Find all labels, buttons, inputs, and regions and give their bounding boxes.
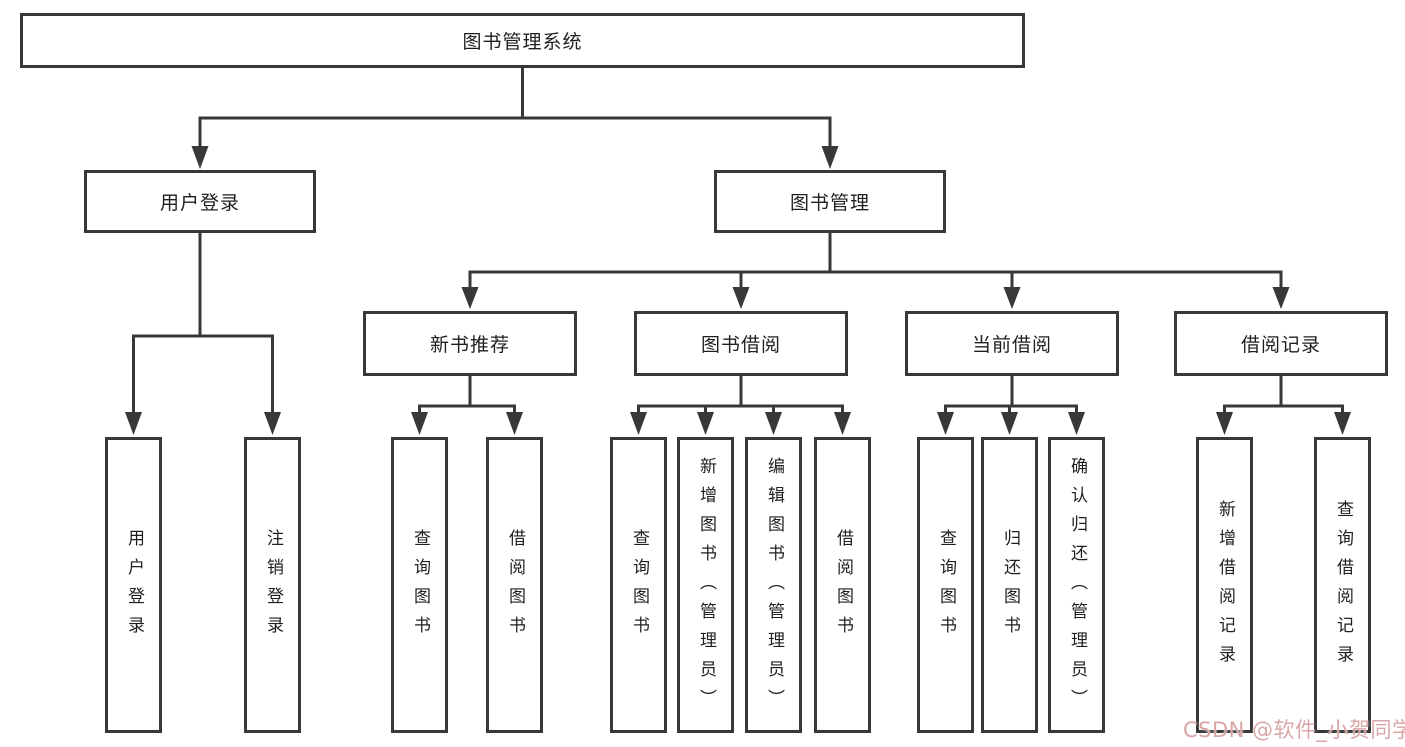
arrowheads	[125, 146, 1351, 435]
connector-newbook-group	[418, 374, 516, 418]
node-leaf-query-books: 查询图书	[610, 437, 667, 733]
node-book-management: 图书管理	[714, 170, 946, 233]
connector-root-to-level2	[198, 66, 832, 152]
node-leaf-query-books: 查询图书	[391, 437, 448, 733]
node-leaf-query-books: 查询图书	[917, 437, 974, 733]
node-leaf-add-borrow-record: 新增借阅记录	[1196, 437, 1253, 733]
arrowhead	[1272, 287, 1290, 309]
arrowhead	[1216, 412, 1233, 435]
csdn-watermark: CSDN @软件_小贺同学	[1183, 718, 1405, 742]
connector-userlogin-group	[132, 231, 274, 418]
arrowhead	[1334, 412, 1351, 435]
arrowhead	[697, 412, 714, 435]
arrowhead	[821, 146, 839, 169]
arrowhead	[1001, 412, 1018, 435]
arrowhead	[411, 412, 428, 435]
arrowhead	[264, 412, 281, 435]
arrowhead	[937, 412, 954, 435]
arrowhead	[834, 412, 851, 435]
arrowhead	[732, 287, 750, 309]
arrowhead	[506, 412, 523, 435]
arrowhead	[1068, 412, 1085, 435]
connector-borrow-group	[637, 374, 844, 418]
arrowhead	[125, 412, 142, 435]
node-leaf-add-books-admin: 新增图书（管理员）	[677, 437, 734, 733]
node-book-borrowing: 图书借阅	[634, 311, 848, 376]
arrowhead	[630, 412, 647, 435]
node-leaf-confirm-return-admin: 确认归还（管理员）	[1048, 437, 1105, 733]
node-leaf-edit-books-admin: 编辑图书（管理员）	[745, 437, 802, 733]
connector-records-group	[1223, 374, 1344, 418]
connector-current-group	[944, 374, 1078, 418]
node-library-management-system: 图书管理系统	[20, 13, 1025, 68]
arrowhead	[191, 146, 209, 169]
node-user-login: 用户登录	[84, 170, 316, 233]
node-leaf-return-books: 归还图书	[981, 437, 1038, 733]
node-leaf-query-borrow-record: 查询借阅记录	[1314, 437, 1371, 733]
arrowhead	[765, 412, 782, 435]
node-borrow-records: 借阅记录	[1174, 311, 1388, 376]
arrowhead	[461, 287, 479, 309]
node-leaf-borrow-books: 借阅图书	[486, 437, 543, 733]
node-current-borrowing: 当前借阅	[905, 311, 1119, 376]
arrowhead	[1003, 287, 1021, 309]
node-leaf-user-login: 用户登录	[105, 437, 162, 733]
connector-bookmgmt-to-level3	[468, 231, 1283, 292]
node-leaf-borrow-books: 借阅图书	[814, 437, 871, 733]
node-new-book-recommend: 新书推荐	[363, 311, 577, 376]
node-leaf-logout: 注销登录	[244, 437, 301, 733]
